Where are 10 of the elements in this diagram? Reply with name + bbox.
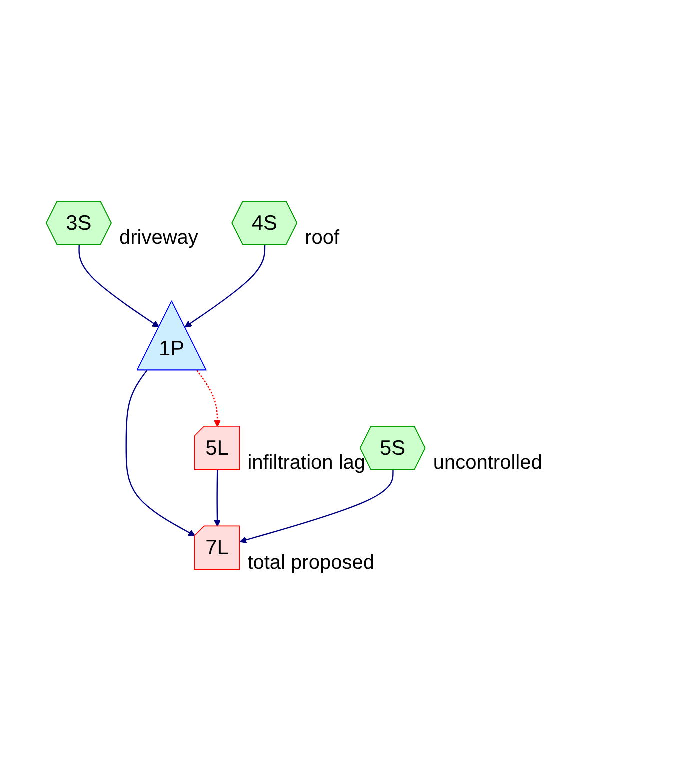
node-caption: roof [305, 226, 340, 249]
node-caption: total proposed [248, 552, 374, 574]
node-caption: driveway [119, 226, 198, 249]
arrow [78, 245, 160, 328]
arrow [126, 370, 196, 536]
arrow [184, 245, 266, 328]
arrow [240, 470, 394, 544]
arrow [196, 370, 222, 428]
node-caption: uncontrolled [433, 452, 542, 474]
arrow [214, 470, 222, 527]
